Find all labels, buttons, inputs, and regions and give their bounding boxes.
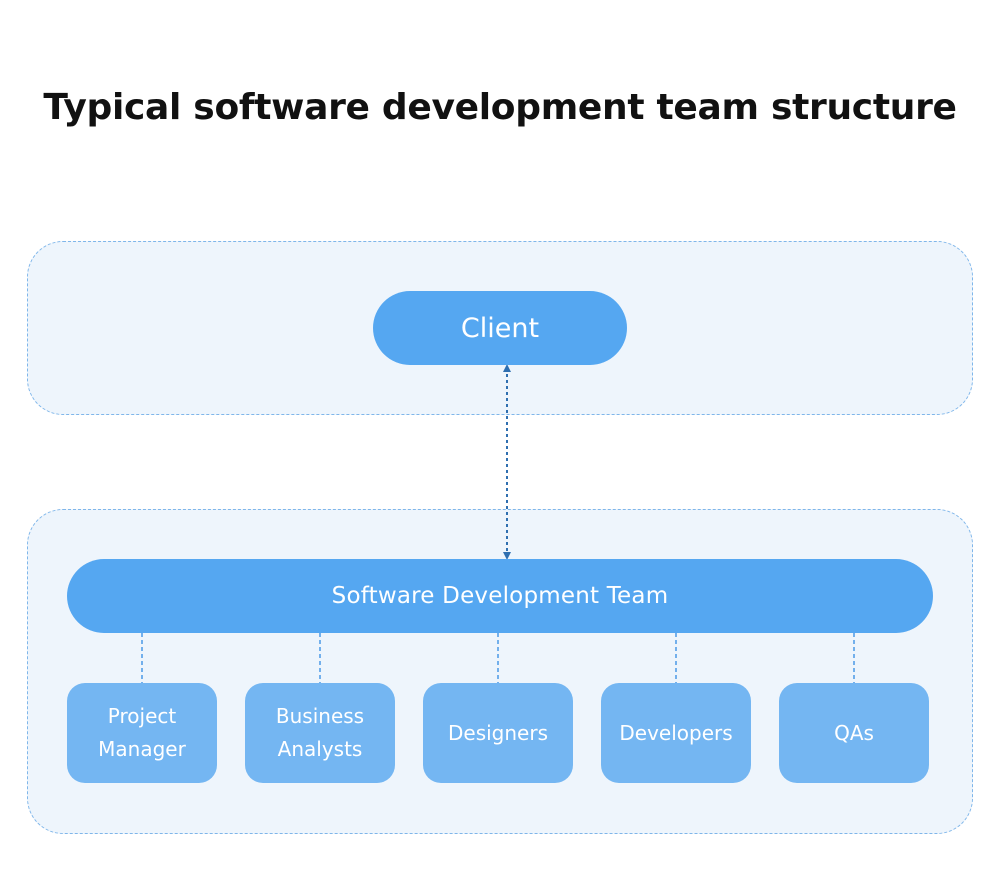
role-qas: QAs [779,683,929,783]
team-zone [27,509,973,834]
role-developers: Developers [601,683,751,783]
team-node: Software Development Team [67,559,933,633]
role-business-analysts: Business Analysts [245,683,395,783]
role-designers: Designers [423,683,573,783]
role-project-manager: Project Manager [67,683,217,783]
diagram-title: Typical software development team struct… [43,87,957,128]
client-node: Client [373,291,627,365]
